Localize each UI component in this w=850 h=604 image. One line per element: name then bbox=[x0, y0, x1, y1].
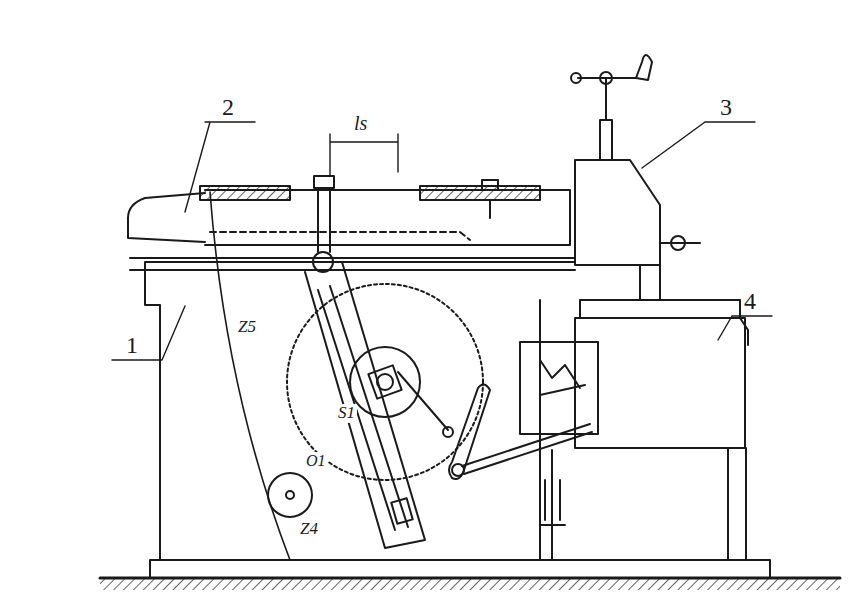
leader-line bbox=[112, 306, 185, 360]
callout-number: 2 bbox=[220, 94, 236, 120]
dimension-line bbox=[330, 134, 398, 176]
part-label: S1 bbox=[336, 404, 357, 423]
ram-guide bbox=[130, 258, 575, 270]
toolhead bbox=[575, 160, 660, 265]
feed-box bbox=[520, 342, 598, 434]
pinion-axle bbox=[286, 491, 294, 499]
tool-holder bbox=[640, 265, 660, 300]
callout-number: 3 bbox=[718, 94, 734, 120]
rocker-pivot bbox=[313, 252, 333, 272]
table-clamp bbox=[740, 318, 748, 345]
connecting-rod bbox=[398, 372, 448, 430]
ram-section bbox=[420, 186, 540, 200]
rod-joint bbox=[443, 427, 453, 437]
clamp-bolt bbox=[482, 180, 498, 218]
handle-knob bbox=[571, 73, 581, 83]
cutaway-edge bbox=[210, 192, 290, 560]
link-nut bbox=[314, 176, 334, 188]
feed-rod bbox=[462, 424, 592, 474]
side-screw bbox=[660, 242, 700, 244]
ram-slot bbox=[210, 232, 470, 240]
body-outline bbox=[145, 262, 575, 560]
rocker-arm bbox=[305, 262, 425, 548]
handle-hub bbox=[600, 72, 612, 84]
feed-lever bbox=[449, 384, 490, 479]
pinion bbox=[268, 473, 312, 517]
toolhead-slide bbox=[600, 120, 612, 160]
handle-bar bbox=[578, 77, 636, 79]
dimension-label: ls bbox=[352, 112, 369, 134]
ram-section bbox=[200, 186, 290, 200]
leader-line bbox=[185, 122, 255, 212]
column-face bbox=[540, 300, 552, 560]
ground-hatch bbox=[100, 578, 840, 590]
handle-grip bbox=[636, 55, 652, 80]
leader-line bbox=[718, 316, 772, 340]
ram-nose bbox=[128, 193, 205, 242]
gear-label: Z5 bbox=[236, 318, 258, 337]
callout-number: 1 bbox=[124, 332, 140, 358]
part-label: O1 bbox=[304, 452, 328, 470]
table-top bbox=[580, 300, 740, 318]
rocker-link bbox=[318, 190, 330, 252]
table-support bbox=[728, 448, 746, 560]
leader-line bbox=[642, 122, 755, 168]
rocker-slot bbox=[318, 286, 408, 530]
callout-number: 4 bbox=[742, 288, 758, 314]
base-plate bbox=[150, 560, 770, 578]
rocker-foot bbox=[391, 498, 412, 524]
feed-symbol bbox=[540, 360, 585, 395]
feed-shaft bbox=[540, 480, 565, 525]
gear-label: Z4 bbox=[298, 520, 320, 539]
